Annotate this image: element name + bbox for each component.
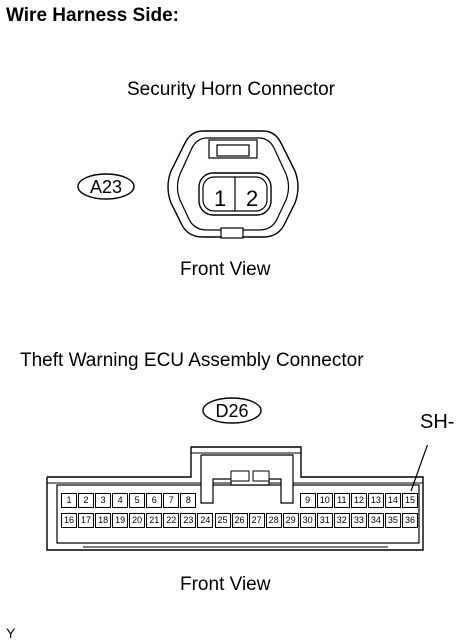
connector-code-text: D26 <box>215 401 249 421</box>
ecu-pin: 31 <box>316 513 333 528</box>
ecu-pin: 21 <box>146 513 163 528</box>
code-oval <box>77 173 135 200</box>
pin-label: 1 <box>214 186 227 211</box>
connector-code-text: A23 <box>89 177 123 197</box>
ecu-pin: 32 <box>333 513 350 528</box>
ecu-pin: 20 <box>129 513 146 528</box>
ecu-pin: 34 <box>367 513 384 528</box>
pin-label: 2 <box>246 186 259 211</box>
security-horn-connector-drawing <box>167 130 299 239</box>
connector-b-view-label: Front View <box>180 574 271 595</box>
ecu-pin: 28 <box>265 513 282 528</box>
ecu-pin: 36 <box>402 513 418 528</box>
ecu-pin: 25 <box>214 513 231 528</box>
ecu-pin: 15 <box>402 493 418 508</box>
ecu-pin: 22 <box>163 513 180 528</box>
ecu-pin: 11 <box>333 493 350 508</box>
ecu-pin: 5 <box>129 493 146 508</box>
ecu-pin: 6 <box>146 493 163 508</box>
ecu-pin: 3 <box>95 493 112 508</box>
ecu-pin: 1 <box>61 493 77 508</box>
ecu-pin: 27 <box>248 513 265 528</box>
ecu-pin: 12 <box>350 493 367 508</box>
ecu-pin: 19 <box>112 513 129 528</box>
ecu-pin: 24 <box>197 513 214 528</box>
ecu-pin: 23 <box>180 513 197 528</box>
connector-code-d26: D26 <box>202 397 262 424</box>
terminal-callout-label: SH- <box>420 411 455 433</box>
ecu-pin: 16 <box>61 513 77 528</box>
corner-mark: Y <box>6 625 16 641</box>
ecu-pin: 2 <box>78 493 94 508</box>
ecu-pin: 9 <box>299 493 316 508</box>
ecu-pin: 7 <box>163 493 180 508</box>
ecu-pin: 17 <box>78 513 94 528</box>
ecu-pin: 18 <box>95 513 112 528</box>
ecu-pin: 35 <box>384 513 401 528</box>
ecu-pin: 33 <box>350 513 367 528</box>
ecu-pin: 8 <box>180 493 197 508</box>
ecu-pin: 30 <box>299 513 316 528</box>
code-oval <box>202 397 262 424</box>
ecu-pin: 4 <box>112 493 129 508</box>
page-heading: Wire Harness Side: <box>6 5 180 26</box>
ecu-pin: 14 <box>384 493 401 508</box>
connector-a-view-label: Front View <box>180 259 271 280</box>
ecu-pin: 10 <box>316 493 333 508</box>
security-horn-connector-title: Security Horn Connector <box>126 79 336 100</box>
ecu-pin: 13 <box>367 493 384 508</box>
ecu-pin: 26 <box>231 513 248 528</box>
ecu-pin: 29 <box>282 513 299 528</box>
ecu-connector-title: Theft Warning ECU Assembly Connector <box>20 350 364 371</box>
connector-code-a23: A23 <box>77 173 135 200</box>
